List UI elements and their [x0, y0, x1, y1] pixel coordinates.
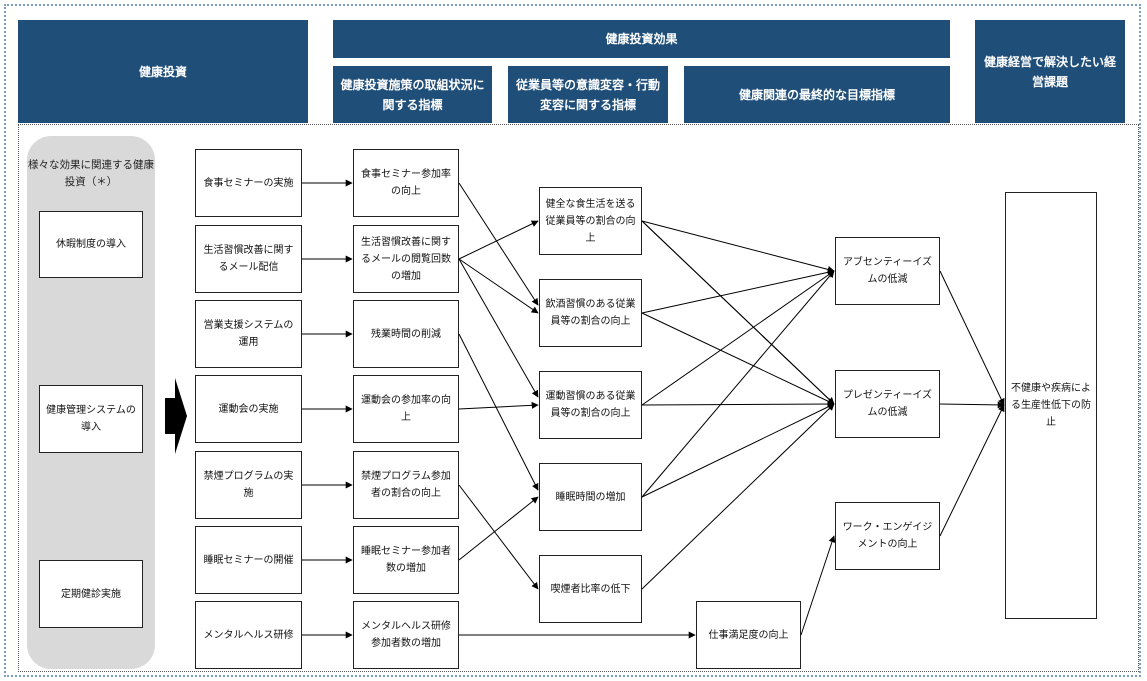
header-investment: 健康投資	[18, 20, 308, 123]
investment-box: 食事セミナーの実施	[195, 149, 302, 217]
measure-box: 禁煙プログラム参加者の割合の向上	[353, 451, 459, 519]
content-frame	[18, 124, 1139, 672]
header-issue: 健康経営で解決したい経営課題	[975, 20, 1125, 123]
investment-box: メンタルヘルス研修	[195, 601, 302, 669]
measure-box: 残業時間の削減	[353, 300, 459, 368]
investment-box: 睡眠セミナーの開催	[195, 526, 302, 594]
final-box: アブセンティーイズムの低減	[835, 237, 940, 305]
side-item-leave-system: 休暇制度の導入	[39, 211, 143, 278]
side-item-health-system: 健康管理システムの導入	[39, 385, 143, 453]
header-measures: 健康投資施策の取組状況に関する指標	[333, 66, 492, 123]
measure-box: 生活習慣改善に関するメールの閲覧回数の増加	[353, 225, 459, 293]
satisfaction-box: 仕事満足度の向上	[696, 601, 801, 669]
investment-box: 生活習慣改善に関するメール配信	[195, 225, 302, 293]
final-box: プレゼンティーイズムの低減	[835, 370, 940, 438]
behavior-box: 飲酒習慣のある従業員等の割合の向上	[539, 279, 642, 347]
measure-box: 睡眠セミナー参加者数の増加	[353, 526, 459, 594]
issue-box: 不健康や疾病による生産性低下の防止	[1005, 192, 1097, 619]
side-panel-label: 様々な効果に関連する健康投資（＊）	[28, 159, 154, 188]
header-final: 健康関連の最終的な目標指標	[684, 66, 950, 123]
behavior-box: 睡眠時間の増加	[539, 463, 642, 531]
investment-box: 営業支援システムの運用	[195, 300, 302, 368]
final-box: ワーク・エンゲイジメントの向上	[835, 502, 940, 570]
behavior-box: 健全な食生活を送る従業員等の割合の向上	[539, 187, 642, 255]
measure-box: メンタルヘルス研修参加者数の増加	[353, 601, 459, 669]
header-effect: 健康投資効果	[333, 20, 950, 58]
diagram-border	[4, 4, 1141, 677]
investment-box: 運動会の実施	[195, 375, 302, 443]
side-item-checkup: 定期健診実施	[39, 560, 143, 628]
behavior-box: 喫煙者比率の低下	[539, 555, 642, 623]
big-right-arrow-icon	[165, 378, 187, 454]
measure-box: 運動会の参加率の向上	[353, 375, 459, 443]
behavior-box: 運動習慣のある従業員等の割合の向上	[539, 371, 642, 439]
investment-box: 禁煙プログラムの実施	[195, 451, 302, 519]
measure-box: 食事セミナー参加率の向上	[353, 149, 459, 217]
header-awareness: 従業員等の意識変容・行動変容に関する指標	[508, 66, 668, 123]
